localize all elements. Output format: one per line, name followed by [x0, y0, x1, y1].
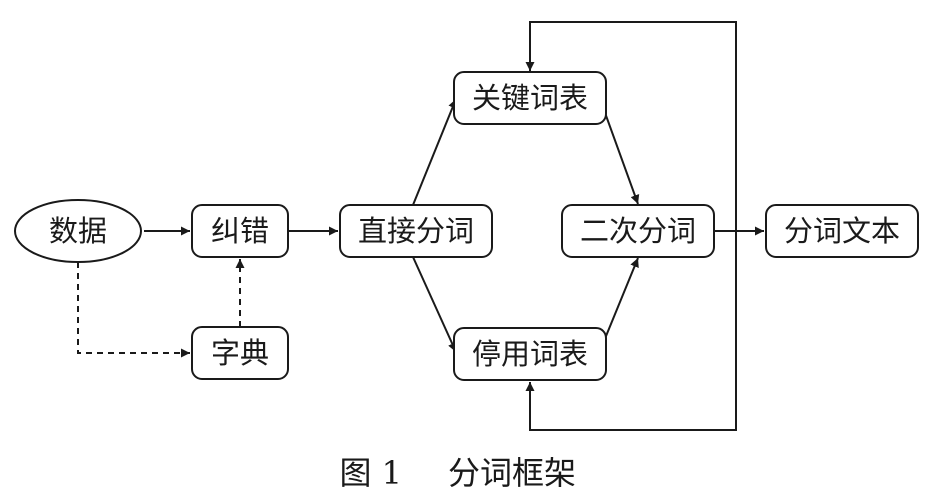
node-data-label: 数据 — [49, 214, 107, 248]
figure-caption-title: 分词框架 — [448, 454, 576, 492]
edge-keyword-table-to-secondary-segmentation — [603, 109, 640, 205]
node-correction: 纠错 — [191, 204, 289, 258]
edge-direct-segmentation-to-keyword-table — [412, 98, 457, 206]
edge-data-to-dictionary — [77, 262, 190, 358]
node-segmented-text-shape — [765, 204, 919, 258]
node-keyword-table-label: 关键词表 — [472, 81, 588, 115]
node-secondary-segmentation: 二次分词 — [561, 204, 715, 258]
node-direct-segmentation-shape — [339, 204, 493, 258]
node-data: 数据 — [14, 199, 142, 263]
edges — [77, 21, 764, 431]
node-dictionary-label: 字典 — [211, 336, 269, 370]
edge-direct-segmentation-to-stopword-table — [412, 256, 457, 353]
node-keyword-table-shape — [453, 71, 607, 125]
node-keyword-table: 关键词表 — [453, 71, 607, 125]
node-stopword-table-shape — [453, 327, 607, 381]
node-data-shape — [14, 199, 142, 263]
edge-stopword-table-to-secondary-segmentation — [603, 257, 639, 342]
node-secondary-segmentation-shape — [561, 204, 715, 258]
node-direct-segmentation-label: 直接分词 — [358, 214, 474, 248]
nodes: 数据 纠错 字典 直接分词 关键词表 停用词表 二次分词 分词文 — [14, 71, 919, 381]
figure-caption: 图 1 分词框架 — [339, 454, 576, 492]
edge-feedback-to-keyword-table — [525, 21, 737, 231]
node-segmented-text: 分词文本 — [765, 204, 919, 258]
node-stopword-table: 停用词表 — [453, 327, 607, 381]
node-dictionary-shape — [191, 326, 289, 380]
node-secondary-segmentation-label: 二次分词 — [580, 214, 696, 248]
node-direct-segmentation: 直接分词 — [339, 204, 493, 258]
node-correction-shape — [191, 204, 289, 258]
node-correction-label: 纠错 — [211, 214, 269, 248]
node-segmented-text-label: 分词文本 — [784, 214, 900, 248]
edge-feedback-to-stopword-table — [525, 231, 737, 431]
node-dictionary: 字典 — [191, 326, 289, 380]
figure-caption-number: 图 1 — [339, 454, 402, 492]
node-stopword-table-label: 停用词表 — [472, 337, 588, 371]
